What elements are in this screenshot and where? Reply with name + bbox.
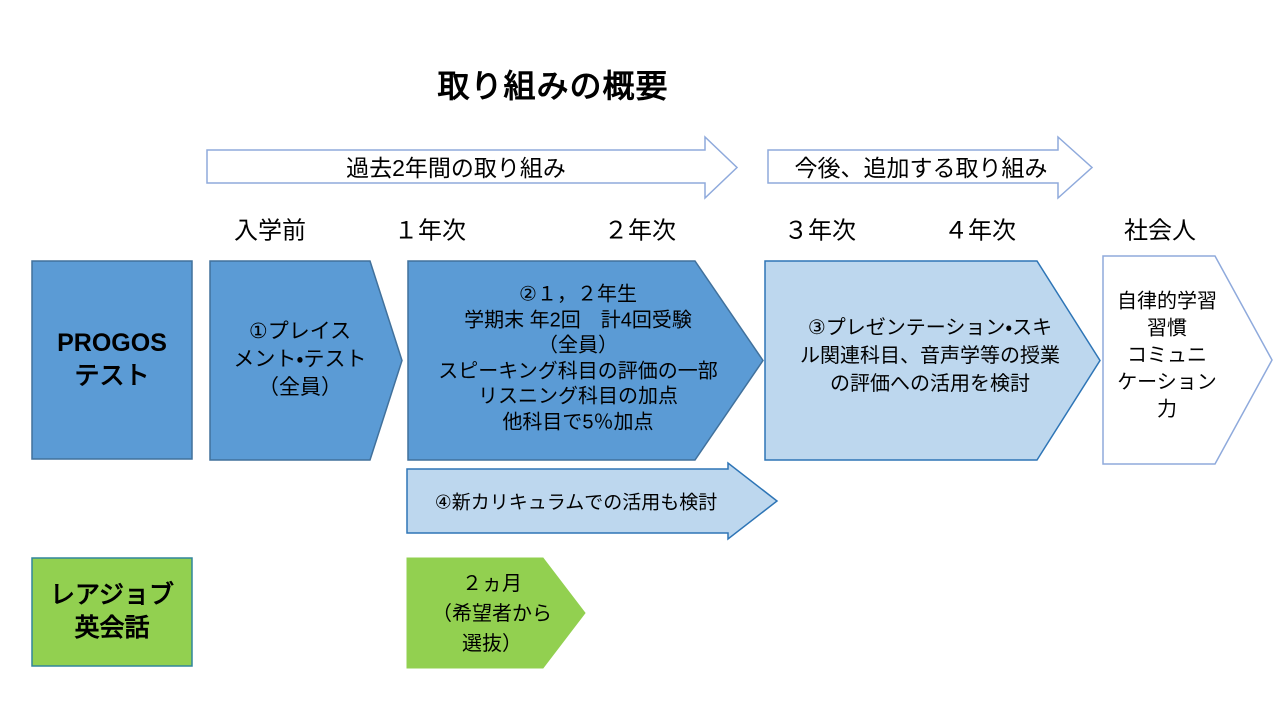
timeline-label-year4: ４年次: [944, 217, 1016, 245]
banner-future-label: 今後、追加する取り組み: [794, 155, 1048, 181]
banner-future-arrow-shape: [767, 135, 1094, 200]
timeline-label-year1: １年次: [394, 217, 466, 245]
timeline-label-pre-entry: 入学前: [234, 217, 306, 245]
step3-future-use-label: ③プレゼンテーション・スキ ル関連科目、音声学等の授業 の評価への活用を検討: [800, 317, 1060, 395]
rarejob-box-label: レアジョブ 英会話: [49, 581, 175, 642]
timeline-label-year2: ２年次: [604, 217, 676, 245]
rarejob-period-label: ２ヵ月 （希望者から 選抜）: [432, 573, 552, 655]
step1-arrow-shape: [209, 260, 403, 461]
outcome-arrow-shape: [1102, 255, 1273, 465]
step2-regular-tests-label: ②１，２年生 学期末 年2回 計4回受験 （全員） スピーキング科目の評価の一部…: [438, 283, 718, 434]
banner-past-label: 過去2年間の取り組み: [346, 155, 566, 181]
step4-arrow-shape: [406, 461, 779, 541]
timeline-label-working-adult: 社会人: [1124, 217, 1196, 245]
rarejob-arrow-shape: [406, 557, 586, 669]
rarejob-box-shape: [31, 557, 193, 667]
step4-new-curriculum-label: ④新カリキュラムでの活用も検討: [434, 492, 718, 514]
progos-box-label: PROGOS テスト: [57, 329, 167, 390]
step3-arrow-shape: [764, 260, 1101, 461]
progos-box-shape: [31, 260, 193, 460]
step2-arrow-shape: [407, 260, 764, 461]
banner-past-arrow-shape: [206, 135, 739, 200]
timeline-label-year3: ３年次: [784, 217, 856, 245]
slide-title: 取り組みの概要: [437, 68, 669, 104]
outcome-label: 自律的学習 習慣 コミュニ ケーション 力: [1117, 290, 1217, 421]
step1-placement-label: ①プレイス メント・テスト （全員）: [233, 320, 367, 399]
